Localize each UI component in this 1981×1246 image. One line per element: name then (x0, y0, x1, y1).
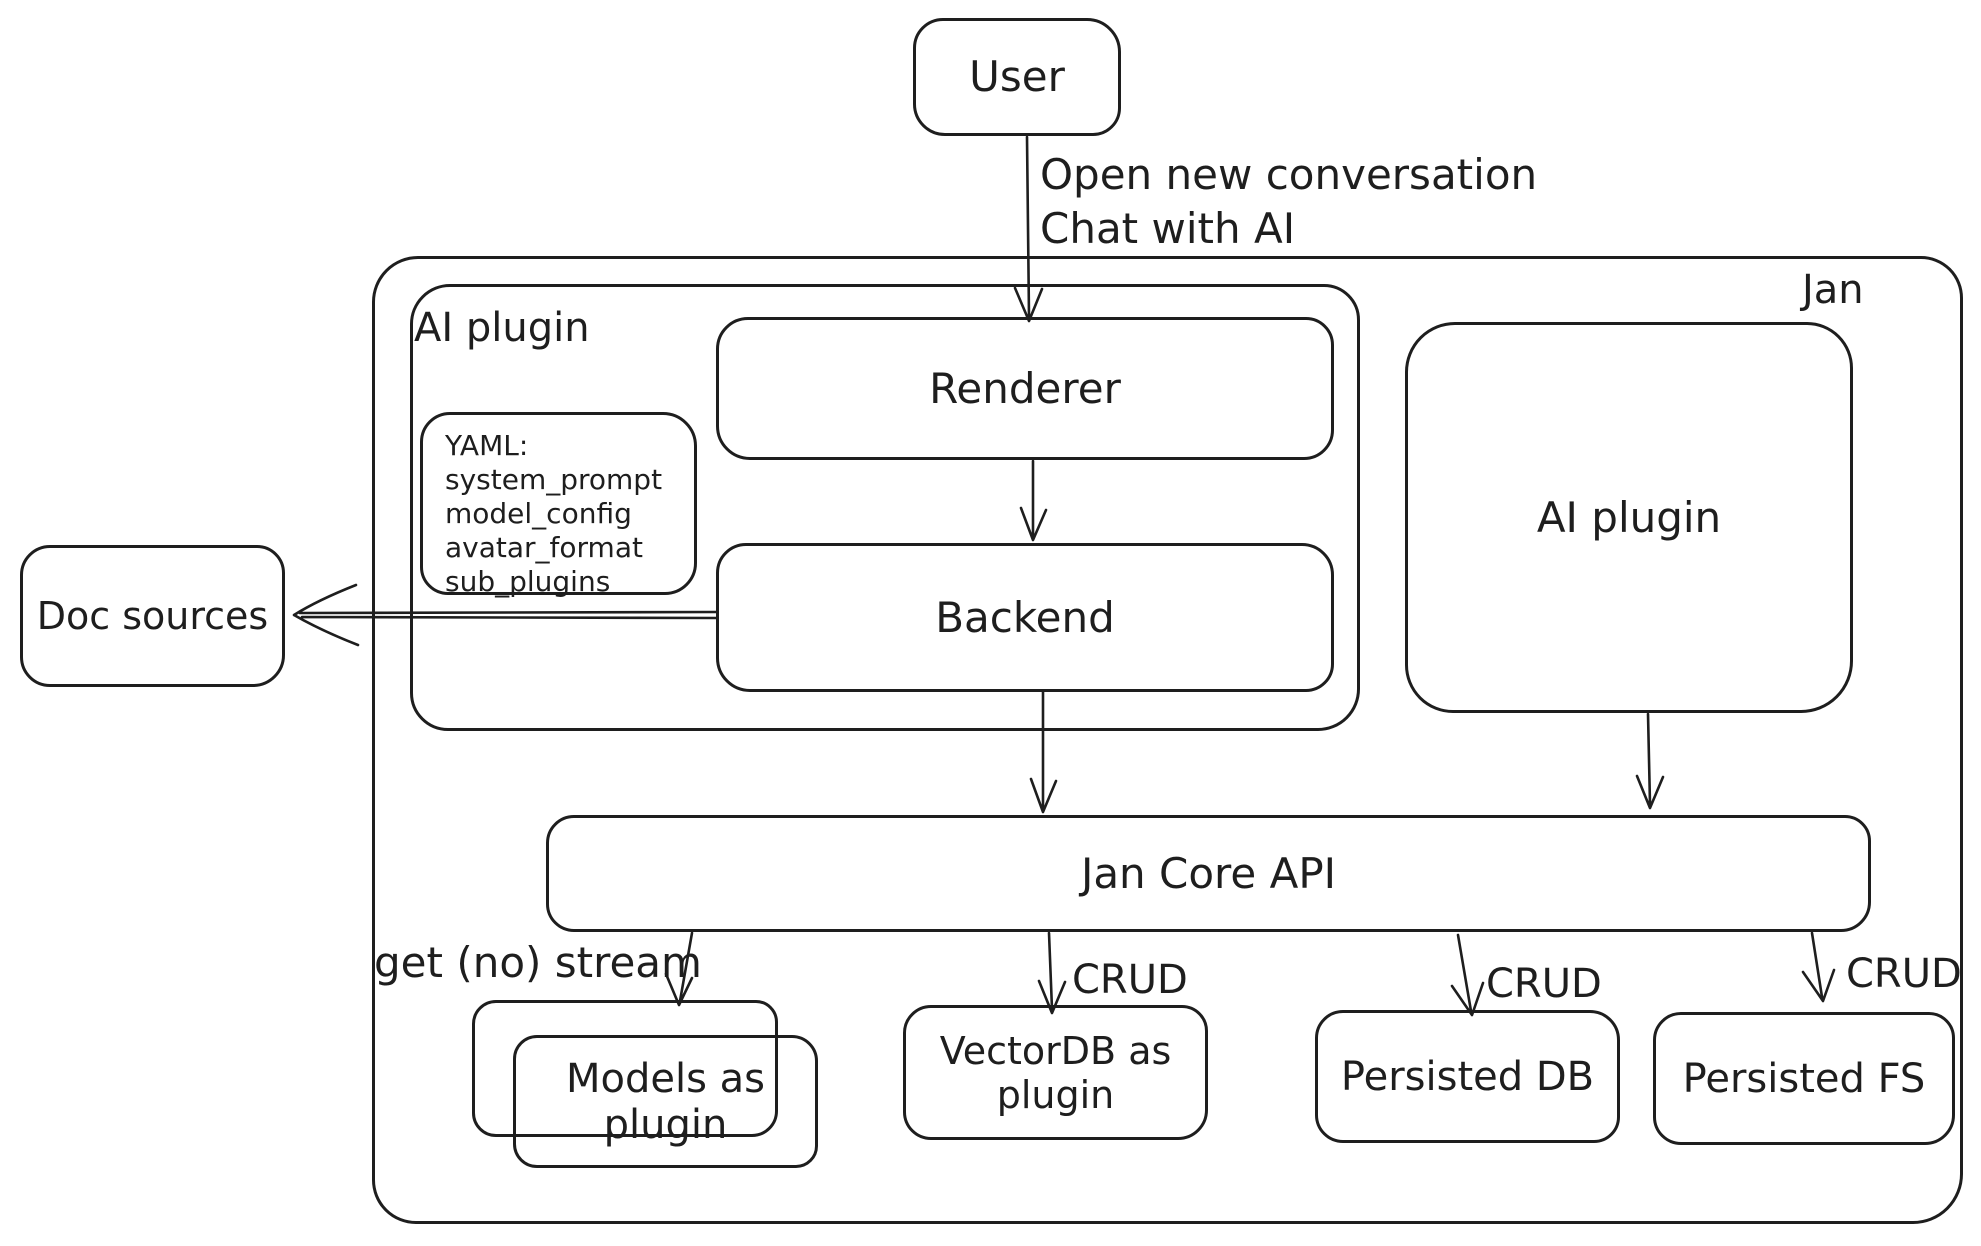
doc-sources-node: Doc sources (20, 545, 285, 687)
backend-node: Backend (716, 543, 1334, 692)
vectordb-plugin-node: VectorDB as plugin (903, 1005, 1208, 1140)
arrow-jan-core-api-to-vectordb (1037, 931, 1067, 1015)
backend-node-label: Backend (935, 592, 1115, 642)
yaml-note-item: sub_plugins (445, 565, 611, 598)
edge-label-crud-vectordb: CRUD (1072, 957, 1188, 1003)
vectordb-label-line2: plugin (996, 1072, 1115, 1117)
edge-label-crud-persisted-fs: CRUD (1846, 951, 1962, 997)
arrow-jan-core-api-to-models (664, 931, 694, 1007)
jan-core-api-label: Jan Core API (1080, 848, 1337, 898)
jan-container (372, 256, 1963, 1224)
arrow-jan-core-api-to-persisted-fs (1801, 931, 1836, 1003)
arrow-backend-to-jan-core-api (1029, 690, 1058, 814)
ai-plugin-left-label: AI plugin (414, 305, 590, 351)
models-plugin-node: Models as plugin (513, 1035, 818, 1168)
models-plugin-outer-box (472, 1000, 778, 1137)
vectordb-plugin-label: VectorDB as plugin (940, 1029, 1172, 1117)
vectordb-label-line1: VectorDB as (939, 1028, 1172, 1073)
ai-plugin-right-label: AI plugin (1536, 492, 1722, 542)
renderer-node: Renderer (716, 317, 1334, 460)
renderer-node-label: Renderer (929, 363, 1121, 413)
edge-label-get-no-stream: get (no) stream (374, 938, 702, 987)
yaml-note-item: model_config (445, 497, 632, 530)
doc-sources-node-label: Doc sources (36, 594, 269, 638)
user-node-label: User (969, 52, 1065, 101)
edge-label-open-conversation: Open new conversation Chat with AI (1040, 148, 1537, 256)
arrow-jan-core-api-to-persisted-db (1450, 933, 1485, 1017)
jan-container-label: Jan (1802, 267, 1864, 313)
persisted-db-label: Persisted DB (1340, 1053, 1595, 1100)
models-plugin-label-line2: plugin (603, 1101, 728, 1148)
yaml-note: YAML: system_prompt model_config avatar_… (420, 412, 697, 598)
persisted-fs-label: Persisted FS (1682, 1055, 1926, 1102)
yaml-note-item: system_prompt (445, 463, 663, 496)
arrow-ai-plugin-right-to-jan-core-api (1635, 712, 1665, 810)
user-node: User (913, 18, 1121, 136)
edge-label-crud-persisted-db: CRUD (1486, 961, 1602, 1007)
edge-label-line1: Open new conversation (1040, 150, 1538, 199)
persisted-fs-node: Persisted FS (1653, 1012, 1955, 1145)
jan-core-api-node: Jan Core API (546, 815, 1871, 932)
models-plugin-label-line1: Models as (565, 1055, 765, 1102)
arrow-backend-to-doc-sources (292, 583, 718, 647)
models-plugin-label: Models as plugin (566, 1056, 765, 1148)
yaml-note-item: avatar_format (445, 531, 643, 564)
ai-plugin-right-node: AI plugin (1405, 322, 1853, 713)
edge-label-line2: Chat with AI (1040, 204, 1296, 253)
arrow-renderer-to-backend (1019, 459, 1048, 542)
yaml-note-title: YAML: (445, 429, 529, 462)
ai-plugin-left-container (410, 284, 1360, 731)
persisted-db-node: Persisted DB (1315, 1010, 1620, 1143)
